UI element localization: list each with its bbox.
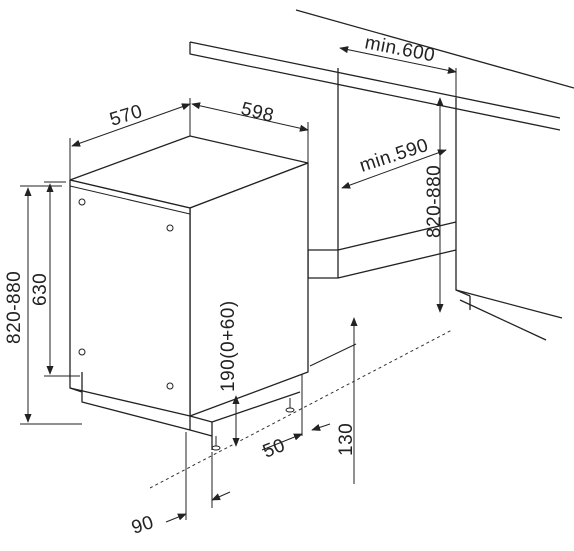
dim-50: 50: [260, 374, 331, 463]
dim-630-label: 630: [30, 273, 51, 306]
foot-icon: [211, 436, 221, 451]
dim-190-label: 190(0+60): [218, 300, 239, 392]
dim-min600-label: min.600: [363, 32, 437, 66]
screw-icon: [78, 198, 86, 206]
dim-50-label: 50: [260, 435, 288, 463]
dim-130: 130: [309, 317, 358, 484]
floor-line: [149, 329, 453, 489]
screw-icon: [78, 348, 86, 356]
screw-icon: [166, 382, 174, 390]
dim-190: 190(0+60): [218, 300, 240, 447]
dim-130-label: 130: [336, 423, 357, 456]
dim-overall-height: 820-880: [4, 185, 82, 425]
dim-niche-height: 820-880: [424, 97, 445, 313]
dim-90-label: 90: [129, 512, 157, 539]
dim-90: 90: [129, 432, 231, 539]
foot-icon: [285, 398, 295, 413]
dim-niche-height-label: 820-880: [424, 165, 445, 238]
dishwasher-body: [69, 135, 309, 451]
screw-icon: [166, 224, 174, 232]
dim-min590-label: min.590: [357, 135, 431, 177]
dim-570-label: 570: [107, 101, 145, 131]
dim-598-label: 598: [239, 98, 276, 126]
dim-630: 630: [30, 181, 80, 377]
dim-overall-height-label: 820-880: [4, 271, 25, 344]
